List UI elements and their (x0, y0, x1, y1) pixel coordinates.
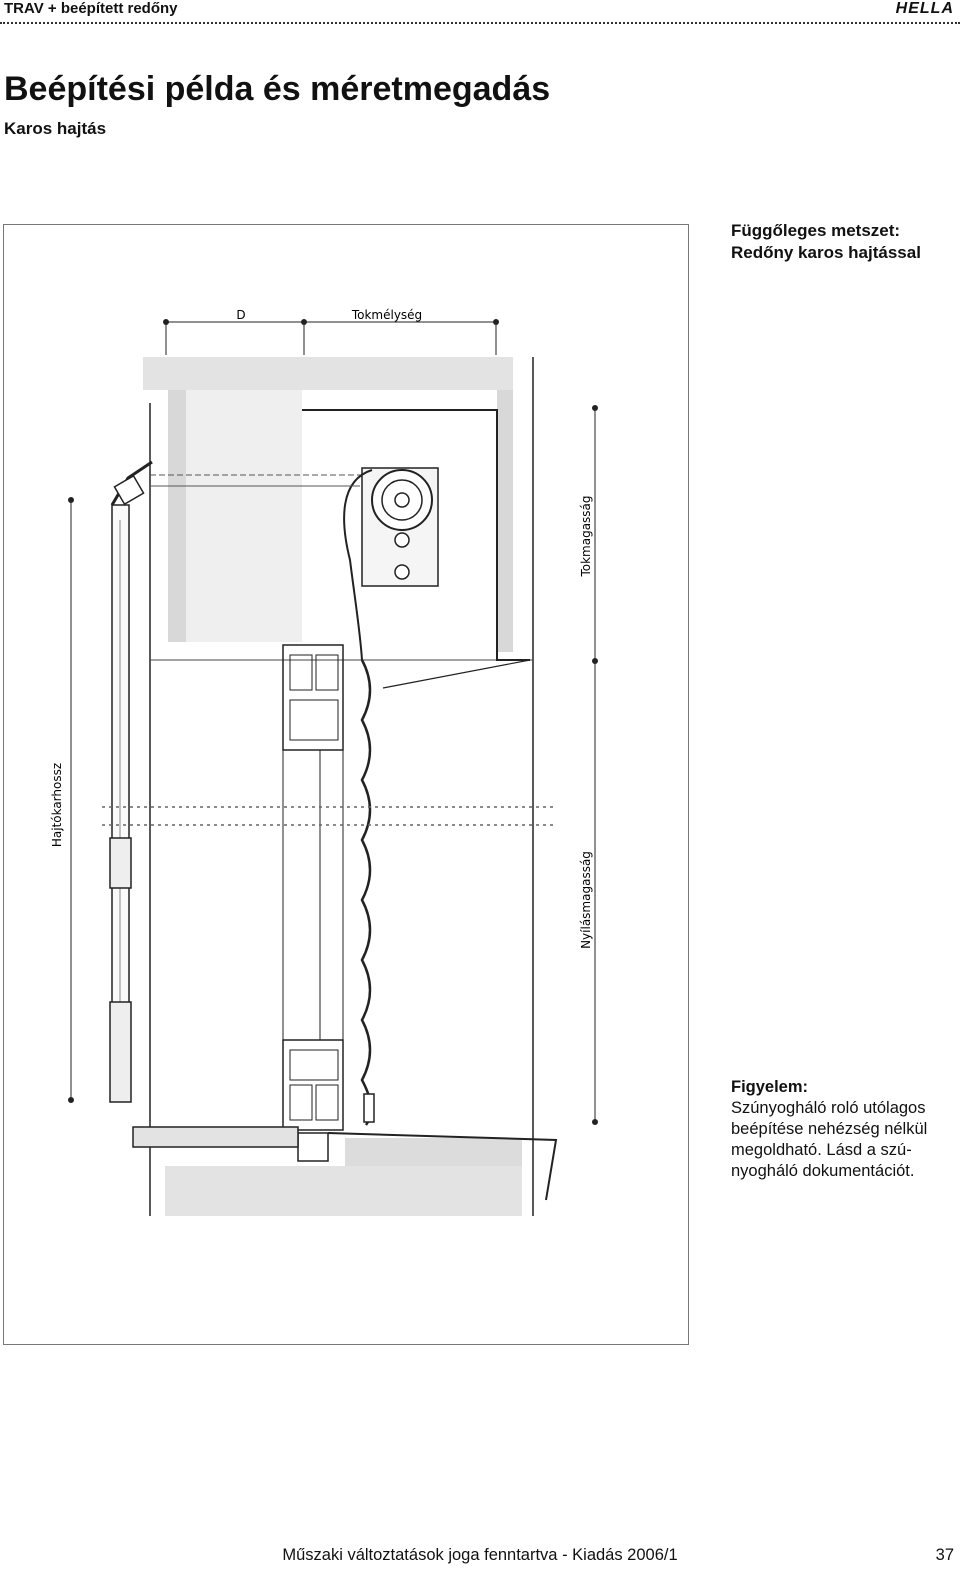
lintel-top (143, 357, 513, 390)
roller-box-outline (302, 409, 530, 661)
note-block: Figyelem: Szúnyogháló roló utólagos beép… (731, 1077, 927, 1182)
note-line: nyogháló dokumentációt. (731, 1162, 915, 1180)
exterior-sill (327, 1132, 558, 1201)
note-line: megoldható. Lásd a szú- (731, 1141, 912, 1159)
note-title: Figyelem: (731, 1078, 809, 1096)
floor-slab (165, 1166, 522, 1216)
crank-rod-joint (109, 837, 132, 889)
section-title-line1: Függőleges metszet: (731, 221, 901, 240)
window-frame-bottom (282, 1039, 344, 1131)
dim-label-opening-height: Nyílásmagasság (579, 851, 593, 949)
slat-curtain-top (343, 469, 373, 661)
sill-block (345, 1138, 522, 1166)
crank-handle (109, 1001, 132, 1103)
bottom-rail (363, 1093, 375, 1123)
page-subtitle: Karos hajtás (4, 119, 107, 138)
section-title-line2: Redőny karos hajtással (731, 243, 921, 262)
bracket-hole-lower (394, 564, 410, 580)
wall-right-column (497, 390, 513, 652)
dim-label-crank-length: Hajtókarhossz (50, 763, 64, 847)
page-title: Beépítési példa és méretmegadás (4, 70, 551, 108)
note-line: beépítése nehézség nélkül (731, 1120, 928, 1138)
note-line: Szúnyogháló roló utólagos (731, 1099, 926, 1117)
wall-left-column (168, 390, 186, 642)
footer-text: Műszaki változtatások joga fenntartva - … (282, 1546, 678, 1564)
dim-label-box-depth: Tokmélység (351, 308, 422, 322)
section-drawing: D Tokmélység Tokmagasság Nyílásmagasság … (50, 308, 598, 1216)
wall-inner-area (186, 390, 302, 642)
bracket-hole-upper (394, 532, 410, 548)
document-title: TRAV + beépített redőny (4, 0, 178, 17)
page-number: 37 (935, 1546, 954, 1564)
guide-line (382, 659, 531, 689)
interior-sill (132, 1126, 299, 1148)
dim-label-d: D (236, 308, 245, 322)
hella-logo: HELLA (895, 0, 954, 17)
window-frame-top (282, 644, 344, 751)
dim-label-box-height: Tokmagasság (579, 495, 593, 577)
drawing-frame (3, 224, 689, 1345)
window-glass (282, 749, 344, 1041)
crank-gear (110, 460, 153, 506)
header-divider (0, 22, 960, 24)
slat-curtain (360, 659, 373, 1126)
section-title: Függőleges metszet: Redőny karos hajtáss… (731, 220, 921, 264)
